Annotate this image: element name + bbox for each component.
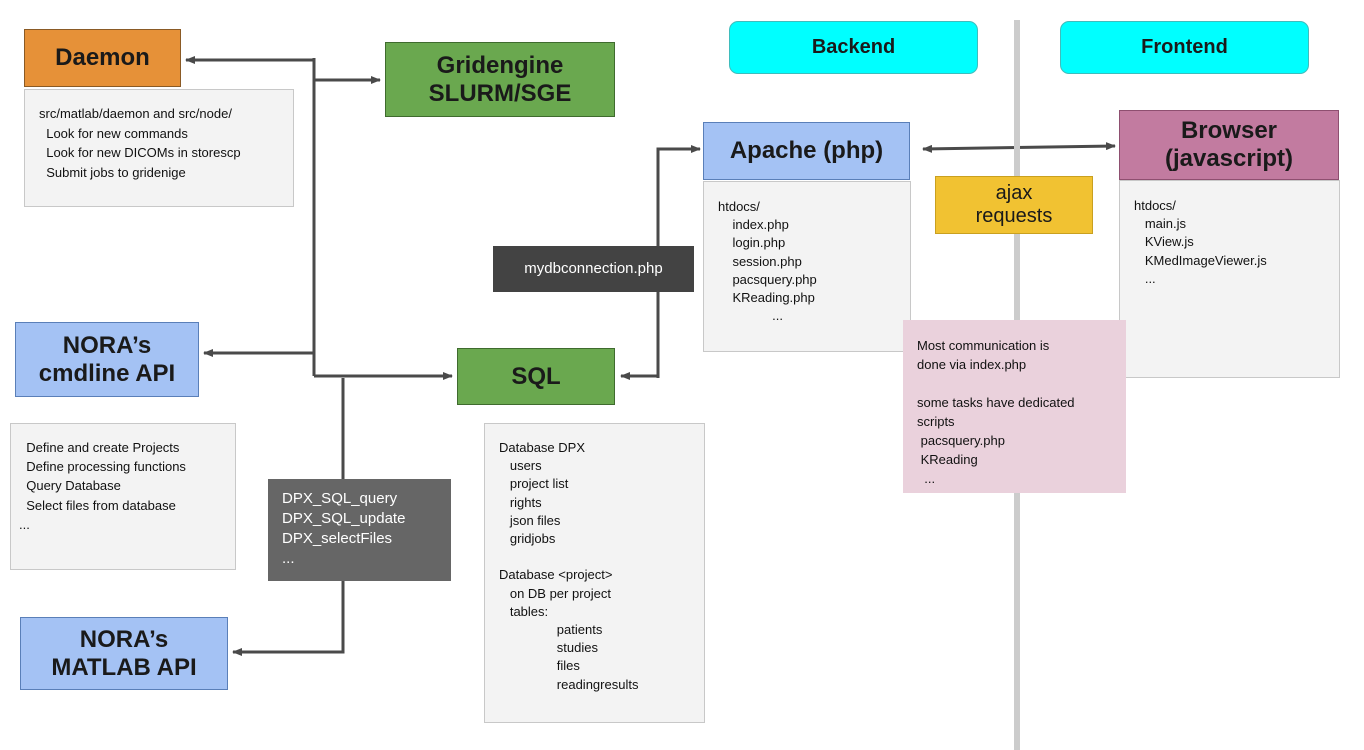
- ajax-requests-label: ajax requests: [935, 176, 1093, 234]
- dpx-functions-label: DPX_SQL_query DPX_SQL_update DPX_selectF…: [268, 479, 451, 581]
- arrow-to-apache: [656, 145, 701, 378]
- gridengine-node: Gridengine SLURM/SGE: [385, 42, 615, 117]
- mydbconnection-label: mydbconnection.php: [493, 246, 694, 292]
- arrow-to-nora-matlab: [232, 378, 345, 656]
- nora-matlab-node: NORA’s MATLAB API: [20, 617, 228, 690]
- daemon-node: Daemon: [24, 29, 181, 87]
- database-description: Database DPX users project list rights j…: [484, 423, 705, 723]
- backend-label: Backend: [729, 21, 978, 74]
- frontend-label: Frontend: [1060, 21, 1309, 74]
- sql-node: SQL: [457, 348, 615, 405]
- cmdline-description: Define and create Projects Define proces…: [10, 423, 236, 570]
- apache-file-list: htdocs/ index.php login.php session.php …: [703, 181, 911, 352]
- daemon-description: src/matlab/daemon and src/node/ Look for…: [24, 89, 294, 207]
- apache-node: Apache (php): [703, 122, 910, 180]
- browser-node: Browser (javascript): [1119, 110, 1339, 180]
- browser-file-list: htdocs/ main.js KView.js KMedImageViewer…: [1119, 180, 1340, 378]
- communication-note: Most communication is done via index.php…: [903, 320, 1126, 493]
- nora-cmdline-node: NORA’s cmdline API: [15, 322, 199, 397]
